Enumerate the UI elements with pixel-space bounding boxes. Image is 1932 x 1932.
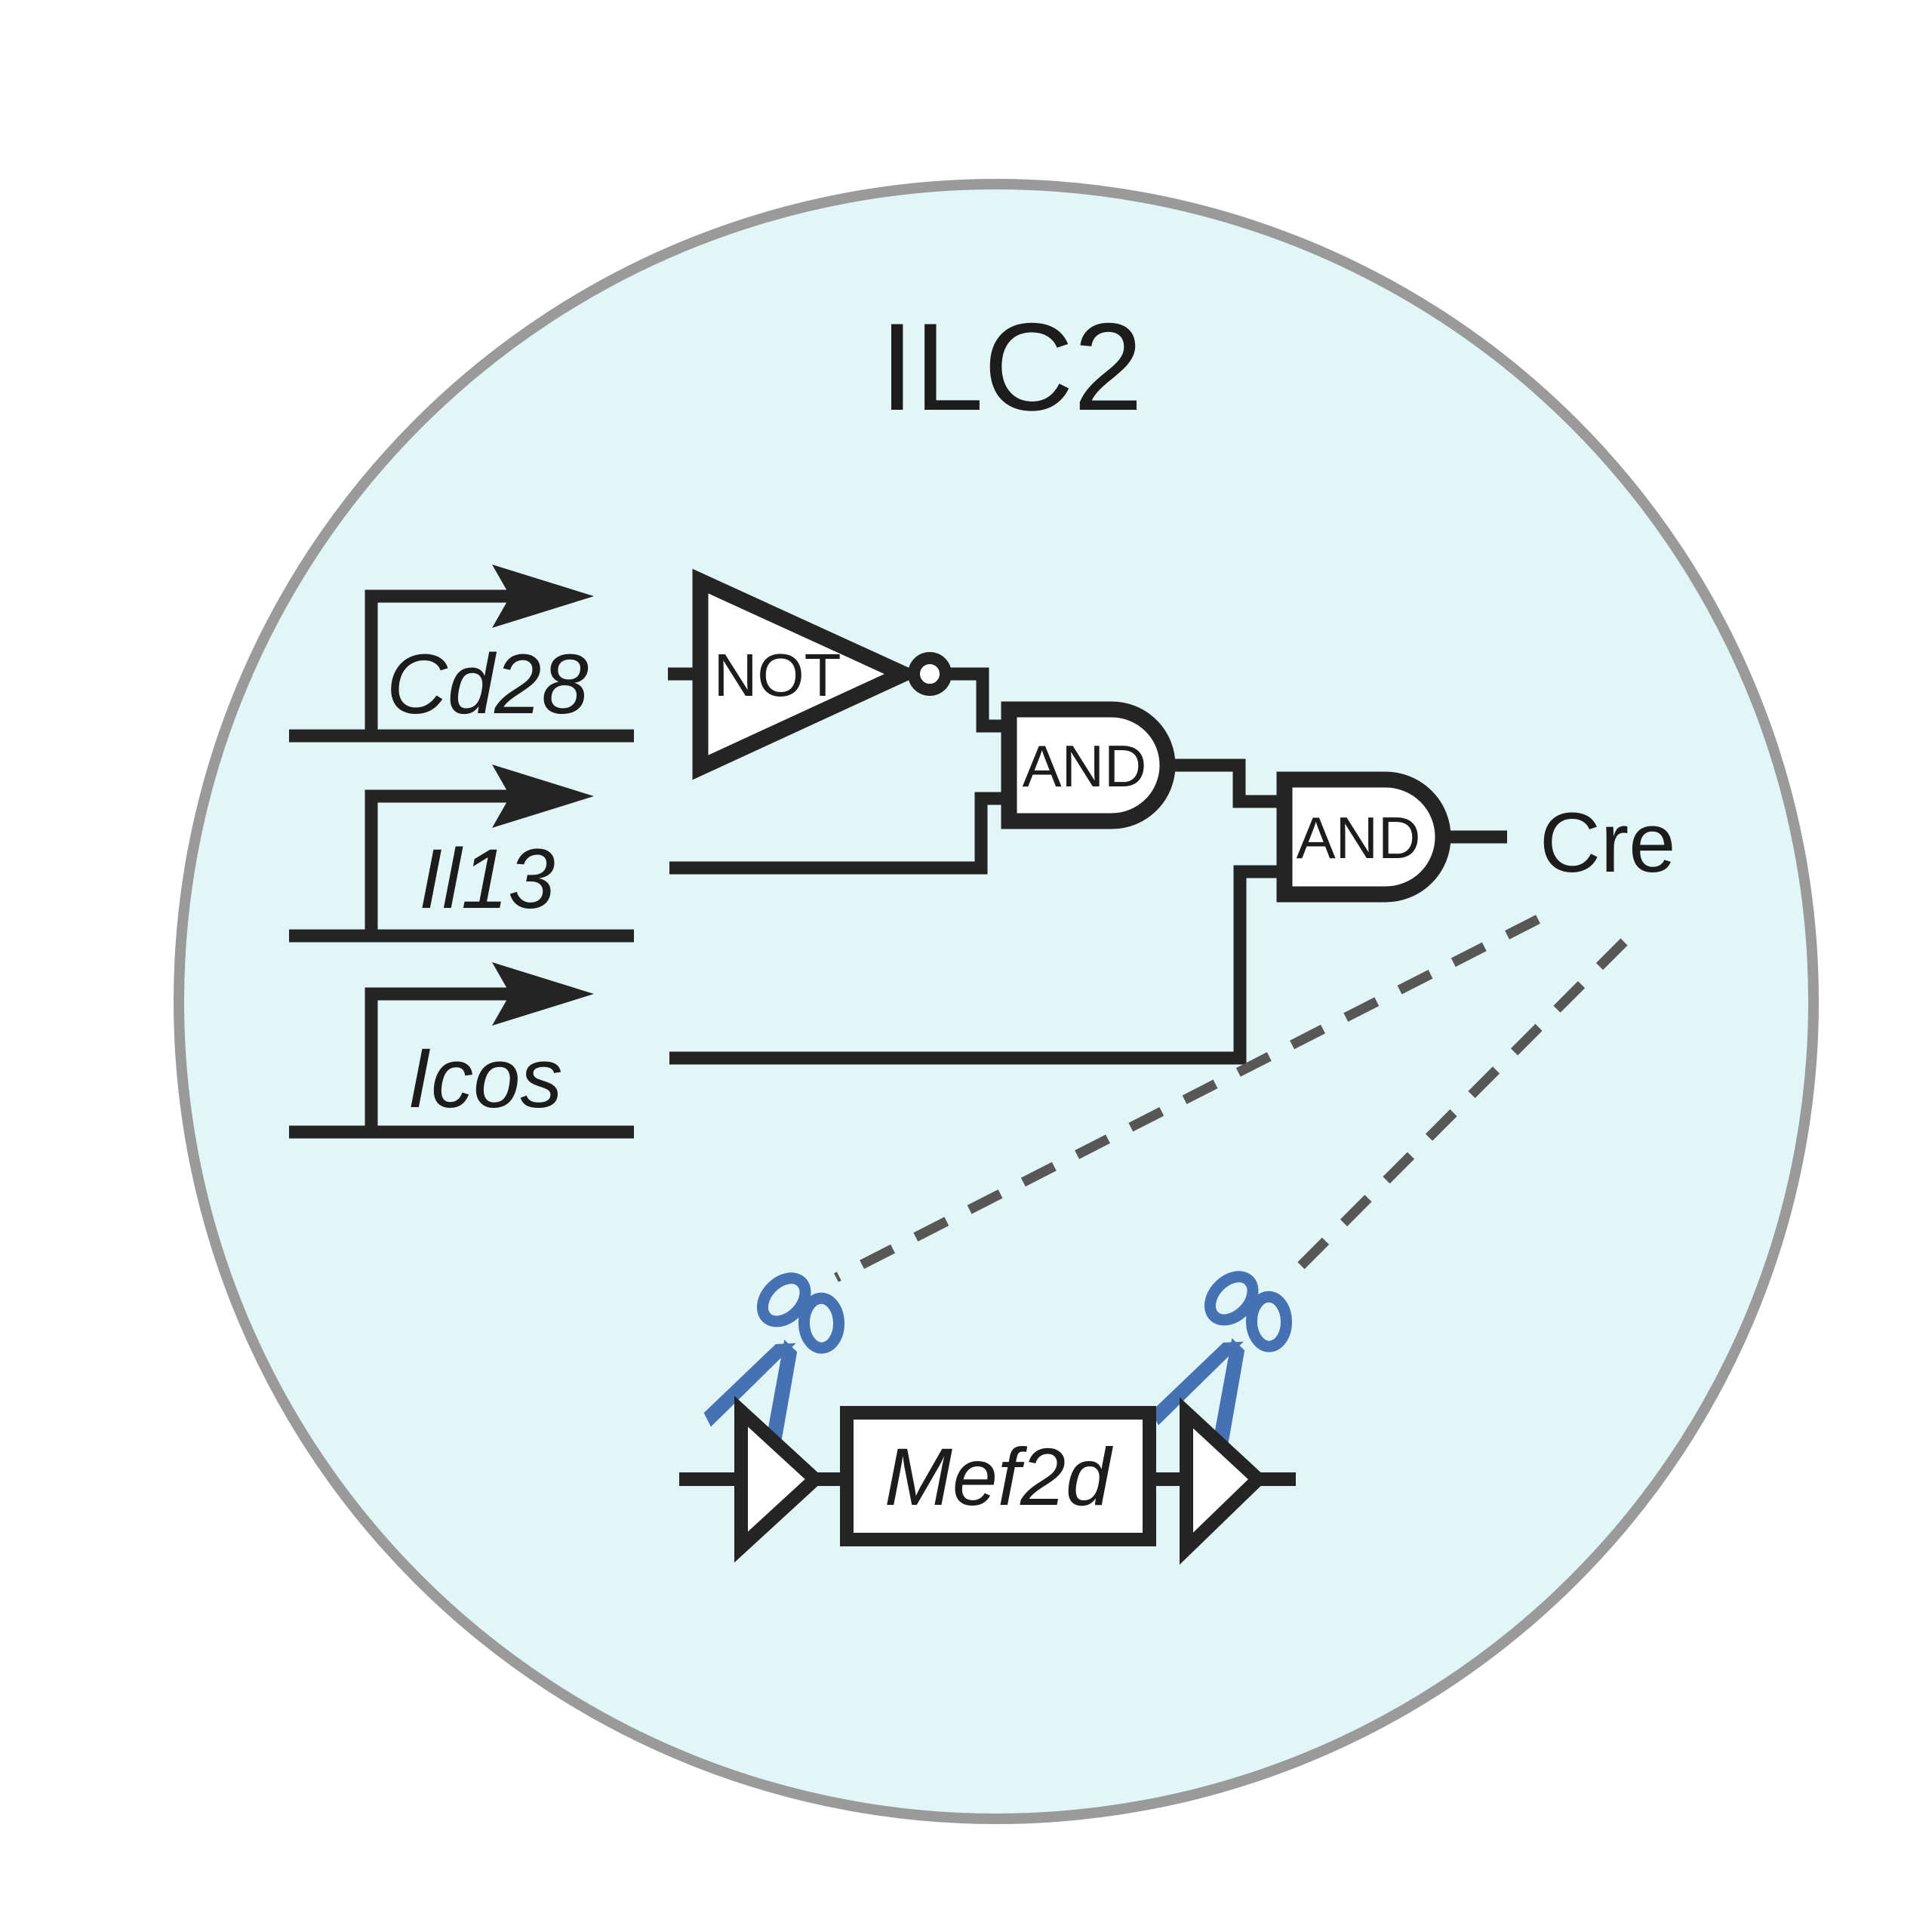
- gene-cassette-box: [840, 1406, 1156, 1546]
- not-bubble: [908, 652, 952, 696]
- not-gate: NOT: [692, 568, 952, 780]
- scissors-icon-right: [1151, 1271, 1292, 1443]
- cell-circle: [174, 179, 1819, 1824]
- and-gate-2-label: AND: [1297, 804, 1421, 871]
- gene-label-il13: Il13: [419, 832, 555, 926]
- not-gate-label: NOT: [714, 641, 841, 709]
- loxp-triangle-right: [1180, 1397, 1269, 1565]
- cell-label: ILC2: [880, 297, 1143, 436]
- promoter-arrow-icon-il13: [289, 764, 634, 943]
- promoter-arrow-icon-icos: [289, 962, 634, 1139]
- and-gate-2: AND: [1276, 771, 1451, 903]
- wire-icos-to-and2: [669, 865, 1284, 1065]
- and-gate-1: AND: [1001, 701, 1176, 829]
- dashed-cut-line-right: [1284, 938, 1628, 1283]
- dashed-cut-line-left: [834, 915, 1540, 1282]
- gene-label-icos: Icos: [408, 1031, 562, 1125]
- promoter-arrow-icon-cd28: [289, 565, 634, 743]
- and-gate-1-label: AND: [1023, 733, 1147, 799]
- mef2d-label: Mef2d: [884, 1431, 1113, 1522]
- wire-il13-to-and1: [669, 792, 1009, 875]
- wire-not-to-and1: [946, 667, 1009, 733]
- wire-and1-to-and2: [1169, 758, 1284, 808]
- gene-label-cd28: Cd28: [386, 637, 589, 731]
- loxp-triangle-left: [734, 1395, 826, 1563]
- cre-label: Cre: [1540, 795, 1675, 890]
- scissors-icon-left: [703, 1272, 844, 1444]
